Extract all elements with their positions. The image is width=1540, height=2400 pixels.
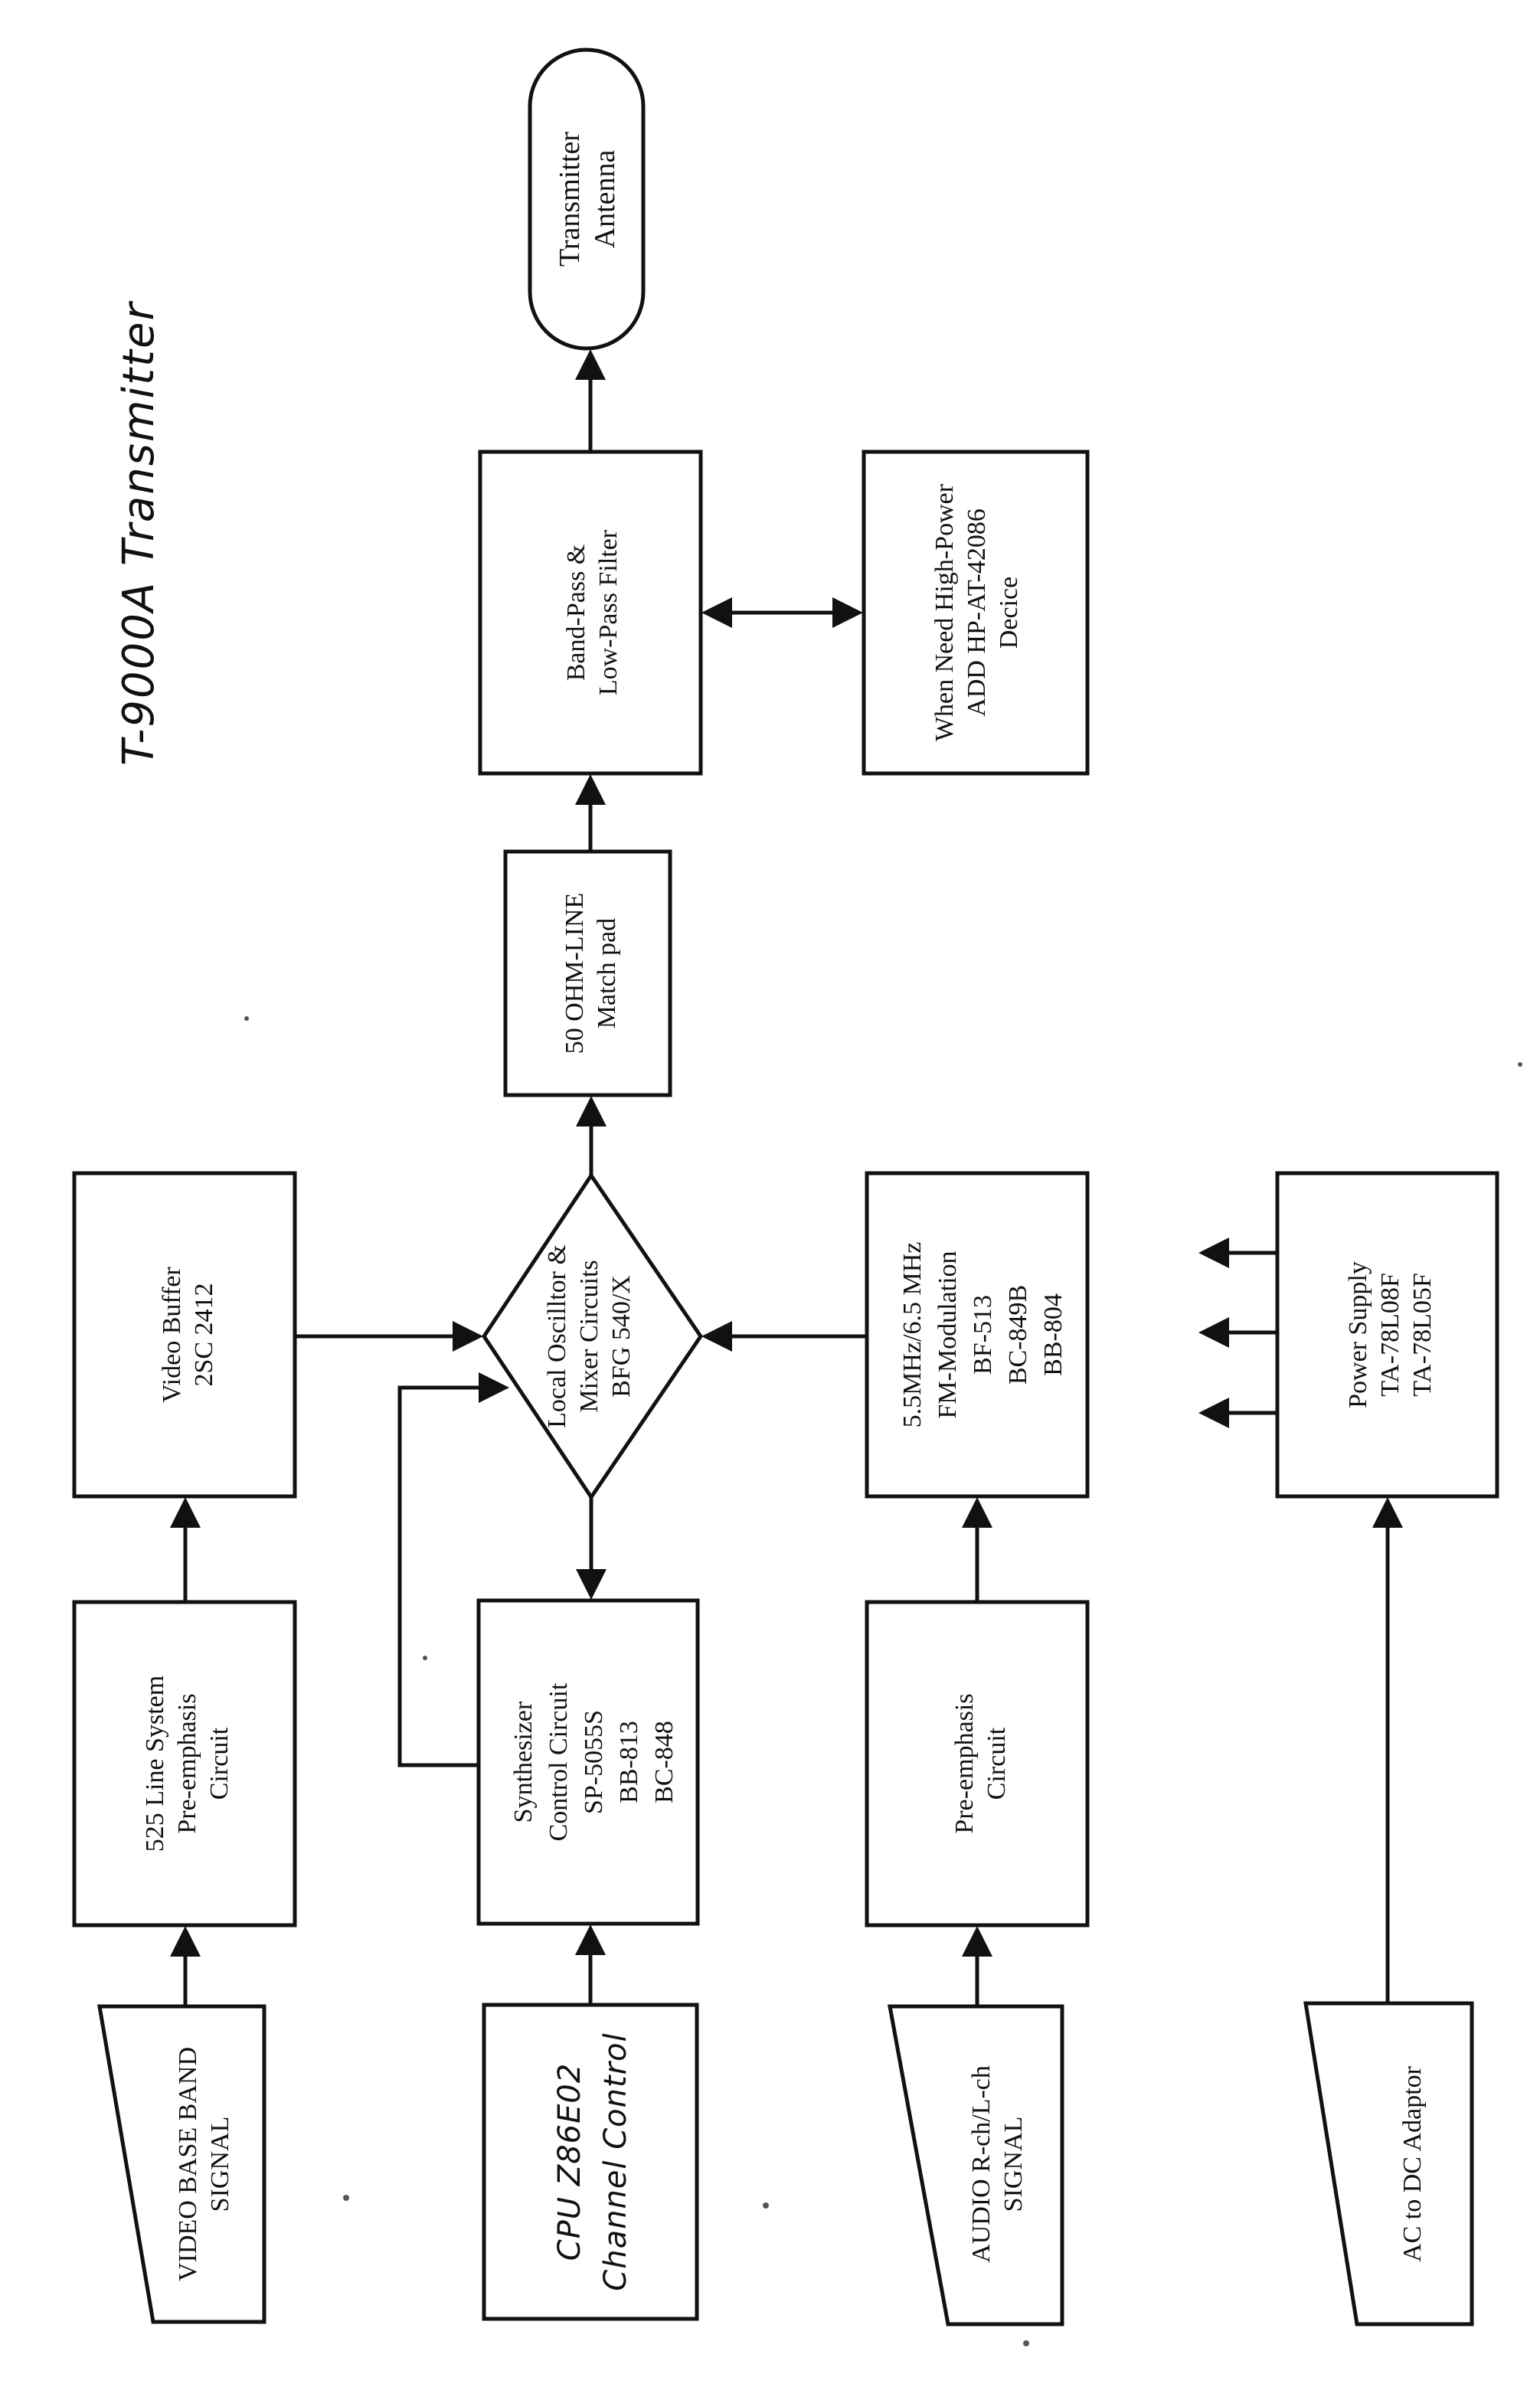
oscillator-label-line-2: Mixer Circuits bbox=[575, 1260, 603, 1412]
video-input-block: VIDEO BASE BAND SIGNAL bbox=[97, 2004, 266, 2324]
audio-input-label-line-2: SIGNAL bbox=[999, 2117, 1028, 2212]
power-supply-box bbox=[1275, 1171, 1499, 1499]
arrow-synthesizer-feedback-to-oscillator bbox=[397, 1372, 509, 1767]
match-pad-label-line-2: Match pad bbox=[593, 918, 621, 1028]
video-input-label-line-2: SIGNAL bbox=[206, 2117, 234, 2212]
audio-input-block: AUDIO R-ch/L-ch SIGNAL bbox=[888, 2004, 1064, 2326]
scan-speck bbox=[1518, 1062, 1522, 1067]
filter-box bbox=[478, 450, 703, 776]
oscillator-label-line-3: BFG 540/X bbox=[607, 1275, 636, 1398]
antenna-terminal-shape bbox=[528, 47, 646, 351]
audio-preemphasis-box bbox=[865, 1600, 1090, 1928]
video-preemphasis-block: 525 Line System Pre-emphasis Circuit bbox=[72, 1600, 297, 1928]
fm-label-line-5: BB-804 bbox=[1039, 1293, 1068, 1376]
high-power-block: When Need High-Power ADD HP-AT-42086 Dec… bbox=[862, 450, 1090, 776]
fm-label-line-3: BF-513 bbox=[969, 1295, 997, 1375]
ac-adaptor-shape bbox=[1303, 2001, 1474, 2326]
ac-adaptor-block: AC to DC Adaptor bbox=[1303, 2001, 1474, 2326]
transmitter-antenna-block: Transmitter Antenna bbox=[528, 47, 646, 351]
filter-label-line-2: Low-Pass Filter bbox=[594, 529, 623, 695]
high-power-label-line-3: Decice bbox=[995, 577, 1023, 649]
scan-speck bbox=[763, 2202, 769, 2209]
video-preemphasis-label-line-2: Pre-emphasis bbox=[173, 1693, 201, 1833]
scan-speck bbox=[423, 1656, 427, 1660]
synthesizer-label-line-5: BC-848 bbox=[650, 1721, 678, 1803]
power-supply-label-line-1: Power Supply bbox=[1344, 1261, 1372, 1408]
oscillator-label-line-1: Local Oscilltor & bbox=[543, 1244, 571, 1428]
audio-preemphasis-label-line-2: Circuit bbox=[983, 1727, 1011, 1800]
high-power-box bbox=[862, 450, 1090, 776]
synthesizer-label-line-2: Control Circuit bbox=[544, 1682, 573, 1841]
match-pad-label-line-1: 50 OHM-LINE bbox=[561, 893, 589, 1054]
synthesizer-label-line-4: BB-813 bbox=[615, 1721, 643, 1803]
high-power-label-line-2: ADD HP-AT-42086 bbox=[963, 508, 991, 717]
video-preemphasis-box bbox=[72, 1600, 297, 1928]
scan-speck bbox=[343, 2195, 349, 2201]
local-oscillator-block: Local Oscilltor & Mixer Circuits BFG 540… bbox=[481, 1172, 704, 1501]
synthesizer-box bbox=[476, 1598, 700, 1926]
antenna-label-line-1: Transmitter bbox=[554, 132, 586, 266]
ac-adaptor-label: AC to DC Adaptor bbox=[1398, 2065, 1427, 2262]
power-supply-block: Power Supply TA-78L08F TA-78L05F bbox=[1275, 1171, 1499, 1499]
synthesizer-label-line-1: Synthesizer bbox=[509, 1701, 538, 1823]
video-input-shape bbox=[97, 2004, 266, 2324]
audio-preemphasis-block: Pre-emphasis Circuit bbox=[865, 1600, 1090, 1928]
scan-speck bbox=[244, 1016, 249, 1021]
video-buffer-label-line-2: 2SC 2412 bbox=[190, 1283, 218, 1386]
video-preemphasis-label-line-3: Circuit bbox=[205, 1727, 234, 1800]
audio-input-shape bbox=[888, 2004, 1064, 2326]
fm-modulation-block: 5.5MHz/6.5 MHz FM-Modulation BF-513 BC-8… bbox=[865, 1171, 1090, 1499]
fm-label-line-2: FM-Modulation bbox=[933, 1251, 962, 1418]
filter-label-line-1: Band-Pass & bbox=[562, 544, 590, 682]
synthesizer-label-line-3: SP-5055S bbox=[580, 1710, 608, 1814]
diagram-title: T-9000A Transmitter bbox=[114, 301, 164, 766]
scan-speck bbox=[1023, 2340, 1029, 2346]
fm-label-line-1: 5.5MHz/6.5 MHz bbox=[898, 1242, 927, 1428]
high-power-label-line-1: When Need High-Power bbox=[930, 483, 959, 741]
power-supply-label-line-2: TA-78L08F bbox=[1376, 1273, 1404, 1397]
audio-input-label-line-1: AUDIO R-ch/L-ch bbox=[967, 2065, 996, 2263]
video-input-label-line-1: VIDEO BASE BAND bbox=[174, 2047, 202, 2281]
cpu-channel-control-block: CPU Z86E02 Channel Control bbox=[482, 2003, 699, 2321]
band-pass-filter-block: Band-Pass & Low-Pass Filter bbox=[478, 450, 703, 776]
match-pad-box bbox=[503, 849, 672, 1097]
power-supply-label-line-3: TA-78L05F bbox=[1408, 1273, 1437, 1397]
antenna-label-line-2: Antenna bbox=[589, 150, 621, 249]
cpu-box bbox=[482, 2003, 699, 2321]
match-pad-block: 50 OHM-LINE Match pad bbox=[503, 849, 672, 1097]
video-preemphasis-label-line-1: 525 Line System bbox=[141, 1676, 169, 1852]
video-buffer-label-line-1: Video Buffer bbox=[158, 1266, 186, 1402]
video-buffer-block: Video Buffer 2SC 2412 bbox=[72, 1171, 297, 1499]
synthesizer-block: Synthesizer Control Circuit SP-5055S BB-… bbox=[476, 1598, 700, 1926]
cpu-label-line-1: CPU Z86E02 bbox=[552, 2063, 587, 2261]
video-buffer-box bbox=[72, 1171, 297, 1499]
fm-label-line-4: BC-849B bbox=[1004, 1285, 1032, 1385]
audio-preemphasis-label-line-1: Pre-emphasis bbox=[950, 1693, 979, 1833]
cpu-label-line-2: Channel Control bbox=[598, 2032, 633, 2290]
